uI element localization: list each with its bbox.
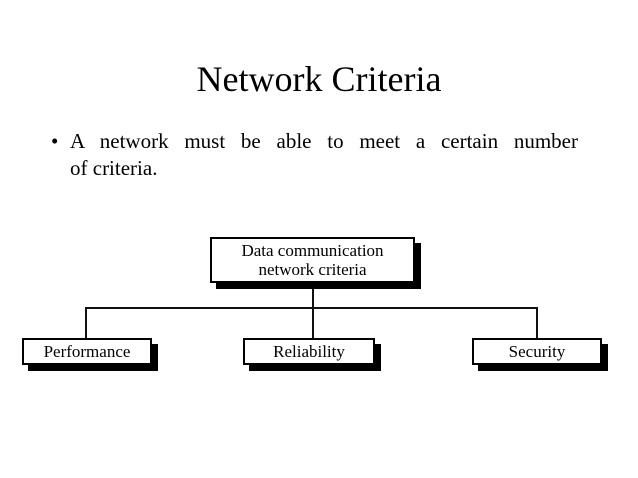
root-node-label-line1: Data communication <box>241 241 384 260</box>
child-node-label-reliability: Reliability <box>273 342 345 361</box>
connector-horizontal-line <box>85 307 538 309</box>
child-node-box-performance: Performance <box>22 338 152 365</box>
root-node-label-line2: network criteria <box>258 260 367 279</box>
child-node-label-performance: Performance <box>43 342 131 361</box>
child-node-label-security: Security <box>508 342 566 361</box>
bullet-text-line2: of criteria. <box>70 156 158 180</box>
bullet-text-line1: A network must be able to meet a certain… <box>70 129 578 153</box>
child-node-box-security: Security <box>472 338 602 365</box>
bullet-marker: • <box>51 129 59 153</box>
slide-title: Network Criteria <box>196 59 442 99</box>
connector-root-drop-line <box>312 289 314 308</box>
child-node-box-reliability: Reliability <box>243 338 375 365</box>
root-node-box: Data communication network criteria <box>210 237 415 283</box>
connector-drop-line-performance <box>85 307 87 338</box>
connector-drop-line-security <box>536 307 538 338</box>
connector-drop-line-reliability <box>312 307 314 338</box>
